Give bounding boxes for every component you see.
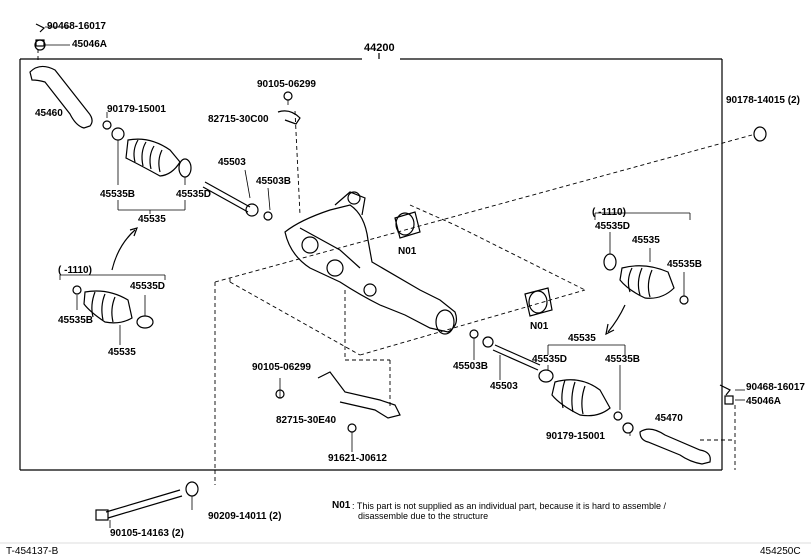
label-range-left: ( -1110)	[58, 265, 92, 276]
label-45460: 45460	[35, 108, 63, 119]
label-45503-upper: 45503	[218, 157, 246, 168]
label-91621: 91621-J0612	[328, 453, 387, 464]
rack-housing	[284, 191, 458, 335]
label-N01-lower: N01	[530, 321, 549, 332]
label-45535D-upper: 45535D	[176, 189, 212, 200]
label-82715-30C00: 82715-30C00	[208, 114, 269, 125]
label-45535-upper: 45535	[138, 214, 166, 225]
inner-tie-rod-upper	[202, 181, 273, 221]
boot-left-lower	[72, 285, 154, 329]
label-45046A-top: 45046A	[72, 39, 108, 50]
boot-right-lower	[538, 369, 634, 434]
assembly-frame	[19, 53, 723, 471]
label-45046A-right: 45046A	[746, 396, 782, 407]
dashed-guide-lines	[37, 50, 753, 485]
footer-right-code: 454250C	[760, 546, 801, 557]
label-90178: 90178-14015 (2)	[726, 95, 800, 106]
bolt-bottom	[95, 481, 199, 521]
assembly-arrows	[111, 227, 626, 336]
note-line-1: : This part is not supplied as an indivi…	[352, 501, 667, 511]
label-45535-left: 45535	[108, 347, 136, 358]
label-45535B-left: 45535B	[58, 315, 94, 326]
label-45470: 45470	[655, 413, 683, 424]
label-N01-upper: N01	[398, 246, 417, 257]
note-code: N01	[332, 500, 351, 511]
label-90105-mid: 90105-06299	[252, 362, 311, 373]
label-90179-upper: 90179-15001	[107, 104, 166, 115]
label-45535D-lowright: 45535D	[532, 354, 568, 365]
clip-upper	[102, 120, 125, 141]
label-45535D-right: 45535D	[595, 221, 631, 232]
boot-upper	[125, 138, 192, 178]
leader-lines	[45, 26, 745, 528]
label-90468-top: 90468-16017	[47, 21, 106, 32]
footer-left-code: T-454137-B	[6, 546, 59, 557]
label-90209: 90209-14011 (2)	[208, 511, 282, 522]
label-45503-lower: 45503	[490, 381, 518, 392]
label-45503B-upper: 45503B	[256, 176, 292, 187]
label-45535D-left: 45535D	[130, 281, 166, 292]
bracket-top	[277, 91, 301, 125]
label-45503B-lower: 45503B	[453, 361, 489, 372]
tie-rod-end-right	[639, 384, 734, 465]
label-assembly-44200: 44200	[364, 42, 395, 54]
label-45535B-right: 45535B	[667, 259, 703, 270]
bushing-upper	[394, 211, 421, 239]
label-45535B-upper: 45535B	[100, 189, 136, 200]
washer-right-top	[753, 126, 767, 142]
label-45535-lowright: 45535	[568, 333, 596, 344]
label-90179-lower: 90179-15001	[546, 431, 605, 442]
label-range-right: ( -1110)	[592, 207, 626, 218]
label-90105-bottom: 90105-14163 (2)	[110, 528, 184, 539]
label-90105-top: 90105-06299	[257, 79, 316, 90]
note-line-2: disassemble due to the structure	[358, 511, 489, 521]
label-82715-30E40: 82715-30E40	[276, 415, 337, 426]
label-90468-right: 90468-16017	[746, 382, 805, 393]
label-45535B-lowright: 45535B	[605, 354, 641, 365]
label-45535-right: 45535	[632, 235, 660, 246]
bushing-lower	[524, 287, 553, 317]
inner-tie-rod-lower	[469, 329, 541, 371]
